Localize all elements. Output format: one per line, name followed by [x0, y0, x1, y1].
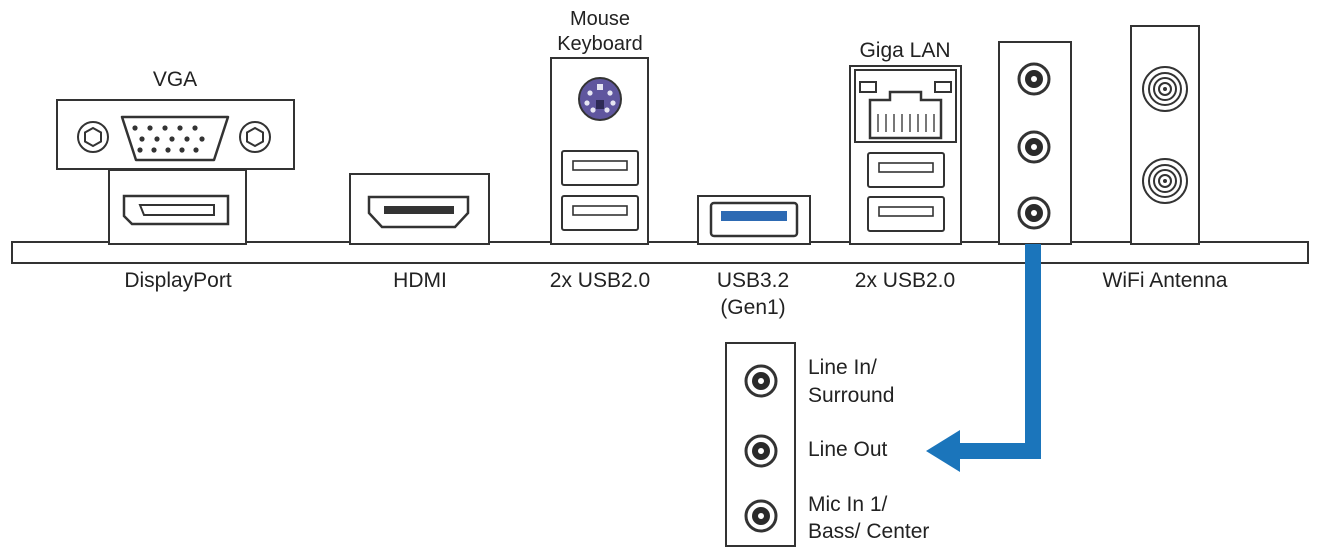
antenna-connector-icon: [1142, 66, 1188, 112]
vga-pin: [165, 147, 171, 153]
vga-pin: [132, 125, 138, 131]
vga-pin: [177, 125, 183, 131]
displayport-label: DisplayPort: [124, 269, 232, 292]
audio-jack-stack: [998, 41, 1072, 245]
mouse-label: Mouse: [570, 8, 630, 30]
vga-pin: [147, 125, 153, 131]
keyboard-label: Keyboard: [557, 33, 643, 55]
vga-pin: [151, 147, 157, 153]
vga-port: [56, 99, 295, 170]
antenna-connector-icon: [1142, 158, 1188, 204]
wifi-antenna-connectors: [1130, 25, 1200, 245]
usb20-right-label: 2x USB2.0: [855, 269, 955, 292]
vga-pin: [162, 125, 168, 131]
audio-jack-2-label: Line Out: [808, 438, 888, 461]
vga-pin: [192, 125, 198, 131]
vga-pin: [154, 136, 160, 142]
audio-jack-3-label-line2: Bass/ Center: [808, 520, 929, 543]
hdmi-port: [349, 173, 490, 245]
usb2-port-icon: [561, 150, 639, 186]
audio-jack-1-label-line1: Line In/: [808, 356, 877, 379]
audio-jack-icon: [1017, 196, 1051, 230]
audio-jack-1-label-line2: Surround: [808, 384, 894, 407]
callout-arrow: [926, 244, 1041, 472]
usb2-port-icon: [561, 195, 639, 231]
audio-jack-icon: [1017, 130, 1051, 164]
line-in-jack-icon: [744, 364, 778, 398]
ps2-port-icon: [578, 77, 622, 121]
vga-pin: [179, 147, 185, 153]
ps2-usb-stack: [550, 57, 649, 245]
usb32-label-line2: (Gen1): [720, 296, 785, 319]
audio-jack-icon: [1017, 62, 1051, 96]
hdmi-label: HDMI: [393, 269, 447, 292]
usb20-left-label: 2x USB2.0: [550, 269, 650, 292]
vga-pin: [184, 136, 190, 142]
usb32-port: [697, 195, 811, 245]
line-out-jack-icon: [744, 434, 778, 468]
vga-pin: [169, 136, 175, 142]
lan-led-left: [859, 81, 877, 93]
lan-usb-stack: [849, 65, 962, 245]
audio-detail-panel: [725, 342, 796, 547]
displayport-port: [108, 169, 247, 245]
vga-label: VGA: [153, 68, 197, 91]
mic-in-jack-icon: [744, 499, 778, 533]
wifi-antenna-label: WiFi Antenna: [1103, 269, 1228, 292]
vga-pin: [193, 147, 199, 153]
usb2-port-icon: [867, 152, 945, 188]
vga-pin: [139, 136, 145, 142]
vga-pin: [199, 136, 205, 142]
usb3-tongue: [721, 211, 787, 221]
usb2-port-icon: [867, 196, 945, 232]
lan-led-right: [934, 81, 952, 93]
giga-lan-label: Giga LAN: [859, 39, 950, 62]
usb32-label-line1: USB3.2: [717, 269, 789, 292]
io-shield-baseline: [11, 241, 1309, 264]
vga-pin: [137, 147, 143, 153]
audio-jack-3-label-line1: Mic In 1/: [808, 493, 888, 516]
